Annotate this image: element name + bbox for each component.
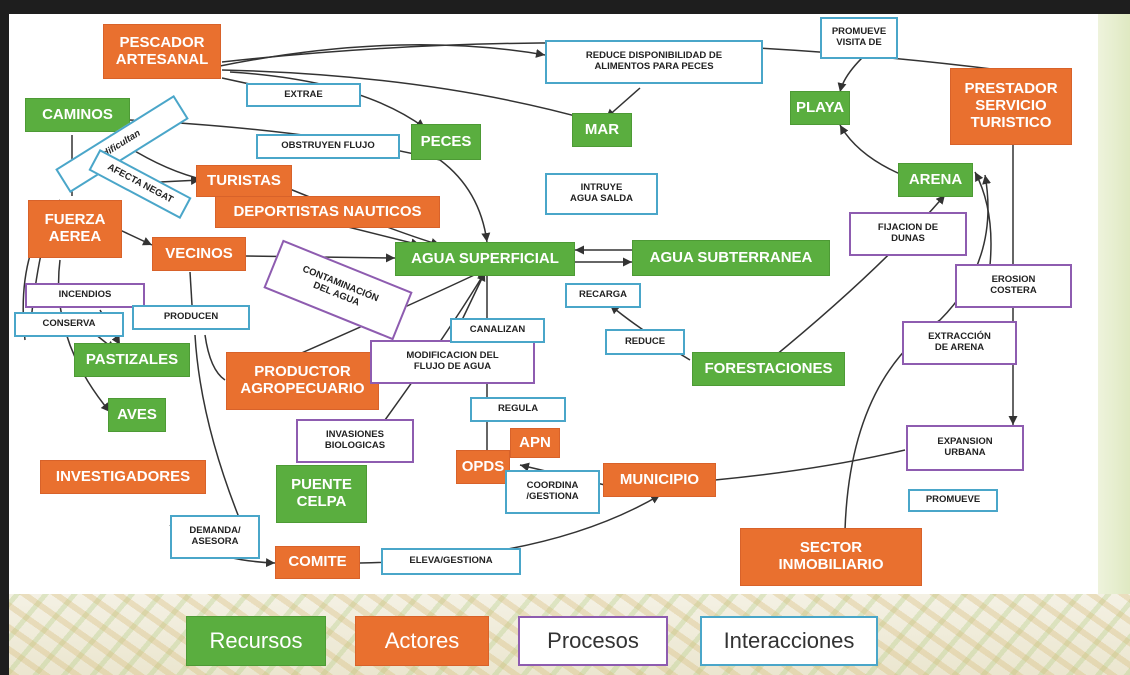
- edge-vecinos-producen: [189, 271, 193, 306]
- node-conserva: CONSERVA: [14, 312, 124, 337]
- node-apn: APN: [510, 428, 560, 458]
- node-puente-celpa: PUENTE CELPA: [276, 465, 367, 523]
- node-promueve: PROMUEVE: [908, 489, 998, 512]
- decorative-right-strip: [1098, 14, 1130, 594]
- edge-afecta-turistas: [159, 175, 201, 185]
- node-productor-agropecuario: PRODUCTOR AGROPECUARIO: [226, 352, 379, 410]
- node-extrae: EXTRAE: [246, 83, 361, 107]
- node-agua-subterranea: AGUA SUBTERRANEA: [632, 240, 830, 276]
- node-producen: PRODUCEN: [132, 305, 250, 330]
- edge-productor-producen: [204, 334, 226, 381]
- legend-recursos: Recursos: [186, 616, 326, 666]
- node-reduce: REDUCE: [605, 329, 685, 355]
- node-arena: ARENA: [898, 163, 973, 197]
- node-eleva-gestiona: ELEVA/GESTIONA: [381, 548, 521, 575]
- node-canalizan: CANALIZAN: [450, 318, 545, 343]
- node-mar: MAR: [572, 113, 632, 147]
- edge-deportistas-agua: [339, 224, 421, 248]
- node-reduce-disponibilidad: REDUCE DISPONIBILIDAD DE ALIMENTOS PARA …: [545, 40, 763, 84]
- node-municipio: MUNICIPIO: [603, 463, 716, 497]
- edge-fuerza-vecinos: [119, 229, 153, 246]
- node-forestaciones: FORESTACIONES: [692, 352, 845, 386]
- edge-municipio-expansion: [714, 449, 906, 481]
- legend-procesos: Procesos: [518, 616, 668, 666]
- node-pastizales: PASTIZALES: [74, 343, 190, 377]
- node-erosion-costera: EROSION COSTERA: [955, 264, 1072, 308]
- edge-producen-demanda: [194, 334, 241, 521]
- frame-top-border: [0, 0, 1130, 14]
- node-investigadores: INVESTIGADORES: [40, 460, 206, 494]
- node-opds: OPDS: [456, 450, 510, 484]
- edge-pescador-mar: [221, 69, 591, 122]
- node-caminos: CAMINOS: [25, 98, 130, 132]
- node-sector-inmobiliario: SECTOR INMOBILIARIO: [740, 528, 922, 586]
- node-obstruyen-flujo: OBSTRUYEN FLUJO: [256, 134, 400, 159]
- node-pescador-artesanal: PESCADOR ARTESANAL: [103, 24, 221, 79]
- legend-interacciones: Interacciones: [700, 616, 878, 666]
- edge-fuerza-aves: [57, 259, 111, 413]
- node-extraccion-de-arena: EXTRACCIÓN DE ARENA: [902, 321, 1017, 365]
- node-vecinos: VECINOS: [152, 237, 246, 271]
- legend-actores: Actores: [355, 616, 489, 666]
- node-intruye-agua-salda: INTRUYE AGUA SALDA: [545, 173, 658, 215]
- node-incendios: INCENDIOS: [25, 283, 145, 308]
- node-agua-superficial: AGUA SUPERFICIAL: [395, 242, 575, 276]
- node-peces: PECES: [411, 124, 481, 160]
- node-prestador-servicio-turistico: PRESTADOR SERVICIO TURISTICO: [950, 68, 1072, 145]
- frame-left-border: [0, 0, 9, 675]
- node-deportistas-nauticos: DEPORTISTAS NAUTICOS: [215, 196, 440, 228]
- node-comite: COMITE: [275, 546, 360, 579]
- node-fijacion-de-dunas: FIJACION DE DUNAS: [849, 212, 967, 256]
- node-demanda-asesora: DEMANDA/ ASESORA: [170, 515, 260, 559]
- node-coordina-gestiona: COORDINA /GESTIONA: [505, 470, 600, 514]
- node-fuerza-aerea: FUERZA AEREA: [28, 200, 122, 258]
- node-invasiones-biologicas: INVASIONES BIOLOGICAS: [296, 419, 414, 463]
- edge-erosion-arena: [974, 171, 992, 266]
- node-expansion-urbana: EXPANSION URBANA: [906, 425, 1024, 471]
- node-recarga: RECARGA: [565, 283, 641, 308]
- node-playa: PLAYA: [790, 91, 850, 125]
- node-aves: AVES: [108, 398, 166, 432]
- edge-invasiones-agua: [384, 271, 486, 421]
- node-modificacion-flujo-agua: MODIFICACION DEL FLUJO DE AGUA: [370, 340, 535, 384]
- node-turistas: TURISTAS: [196, 165, 292, 197]
- node-regula: REGULA: [470, 397, 566, 422]
- node-promueve-visita: PROMUEVE VISITA DE: [820, 17, 898, 59]
